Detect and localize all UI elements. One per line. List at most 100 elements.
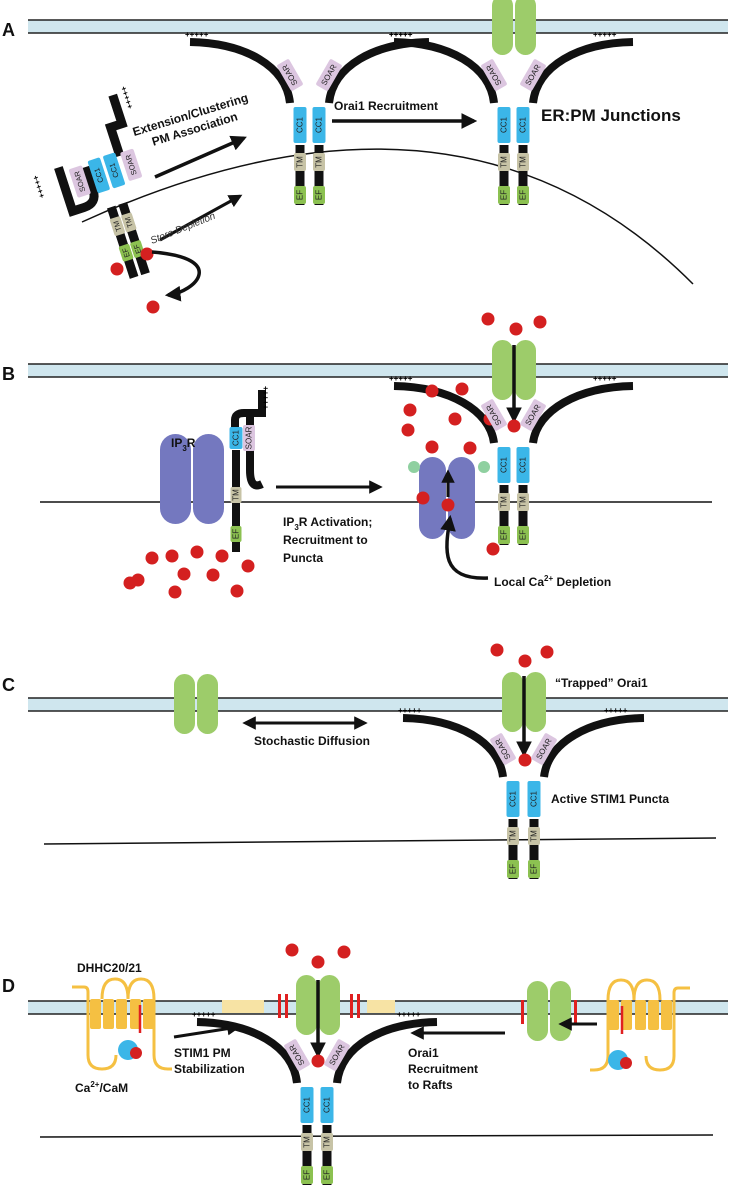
cc1-domain-body (293, 107, 307, 143)
ip3r-label: IP3R (171, 436, 196, 453)
cc1-domain-body (497, 107, 511, 143)
orai1-subunit (502, 672, 523, 732)
calcium-ion-cyto (425, 440, 439, 454)
stabilization-line2: Stabilization (174, 1062, 245, 1076)
calcium-ion (490, 643, 504, 657)
lipid-raft (367, 1000, 395, 1013)
tm-domain-text: TM (519, 496, 528, 508)
dhhc-helix (661, 1000, 672, 1030)
cc1-domain: CC1 (497, 107, 511, 143)
dhhc-loop (100, 977, 130, 1000)
ef-hand-domain: EF (321, 1166, 333, 1184)
ip3r-resting (160, 434, 224, 524)
calcium-release-arrow (151, 250, 201, 302)
tm-domain: TM (230, 487, 242, 503)
calcium-ion (337, 945, 351, 959)
cc1-domain-body (229, 427, 243, 449)
tm-domain-text: TM (519, 156, 528, 168)
polybasic-left: +++++ (398, 706, 422, 715)
polybasic-right: +++++ (397, 1010, 421, 1019)
calcium-ion-er (165, 549, 179, 563)
polybasic-left: +++++ (389, 30, 413, 39)
ef-hand-domain-body (517, 526, 529, 544)
domain-body (69, 165, 91, 198)
tm-domain: TM (498, 493, 510, 511)
ef-hand-domain: EF (528, 860, 540, 878)
cc1-domain: CC1 (497, 447, 511, 483)
cc1-domain-text: CC1 (500, 456, 509, 473)
tm-domain-body (498, 493, 510, 511)
stim1-domain: TM (121, 212, 137, 233)
dhhc-helix (143, 999, 154, 1029)
calcium-ion-cyto (455, 382, 469, 396)
tm-domain: TM (507, 827, 519, 845)
stochastic-diffusion-label: Stochastic Diffusion (254, 734, 370, 748)
stim1-tail-right (529, 382, 634, 444)
cc1-domain-body (497, 447, 511, 483)
tm-domain-text: TM (530, 830, 539, 842)
palmitoylation-mark (285, 994, 288, 1018)
soar-domain-body (277, 59, 303, 91)
puncta-label: Puncta (283, 551, 323, 565)
tm-domain-body (517, 153, 529, 171)
orai1-recruited (527, 981, 571, 1041)
stim1-tail-left (402, 714, 507, 778)
calcium-ion (507, 419, 521, 433)
calcium-ion (146, 300, 160, 314)
domain-text: TM (123, 216, 135, 229)
cc1-domain-body (312, 107, 326, 143)
stim1-domain: SOAR (120, 148, 142, 181)
soar-domain-body (481, 59, 507, 91)
stabilization-line1: STIM1 PM (174, 1046, 231, 1060)
orai1-channel-a (492, 0, 536, 55)
ef-hand-domain-text: EF (500, 530, 509, 540)
tm-domain-body (321, 1133, 333, 1151)
ef-hand-domain-text: EF (500, 190, 509, 200)
domain-body (121, 212, 137, 233)
local-depletion-label: Local Ca2+ Depletion (494, 574, 611, 589)
polybasic-right: +++++ (604, 706, 628, 715)
dhhc-label: DHHC20/21 (77, 961, 142, 975)
domain-text: CC1 (92, 167, 105, 184)
ef-hand-domain-body (301, 1166, 313, 1184)
tm-domain-text: TM (323, 1136, 332, 1148)
tm-domain-body (498, 153, 510, 171)
cc1-domain: CC1 (506, 781, 520, 817)
soar-domain-body (284, 1039, 310, 1071)
cc1-domain-text: CC1 (315, 116, 324, 133)
soar-domain-body (481, 399, 507, 431)
plasma-membrane (28, 364, 728, 377)
panel-label-c: C (2, 675, 15, 695)
calcium-ion-er (123, 576, 137, 590)
ef-hand-domain: EF (507, 860, 519, 878)
orai1-free (174, 674, 218, 734)
domain-body (103, 152, 125, 189)
dhhc-loop (126, 977, 172, 1071)
ef-hand-domain-text: EF (519, 530, 528, 540)
tm-domain: TM (301, 1133, 313, 1151)
dhhc-loop (632, 978, 662, 1001)
tm-domain-body (301, 1133, 313, 1151)
calcium-ion-cyto (425, 384, 439, 398)
cc1-domain: CC1 (527, 781, 541, 817)
calcium-ion (540, 645, 554, 659)
tm-domain-text: TM (315, 156, 324, 168)
orai1-channel-b (492, 340, 536, 400)
calcium-ion (311, 1054, 325, 1068)
tm-domain-text: TM (500, 156, 509, 168)
ip3r-subunit (160, 434, 191, 524)
lipid-raft (222, 1000, 264, 1013)
orai1-trapped (502, 672, 546, 732)
rafts-line2: Recruitment (408, 1062, 478, 1076)
domain-body (87, 157, 110, 194)
soar-domain-body (520, 399, 546, 431)
polybasic-right: +++++ (593, 30, 617, 39)
ef-hand-domain-text: EF (315, 190, 324, 200)
tm-domain: TM (517, 493, 529, 511)
orai1-subunit (550, 981, 571, 1041)
orai1-subunit (197, 674, 218, 734)
ef-hand-domain-body (498, 526, 510, 544)
tm-domain-body (294, 153, 306, 171)
orai1-subunit (319, 975, 340, 1035)
